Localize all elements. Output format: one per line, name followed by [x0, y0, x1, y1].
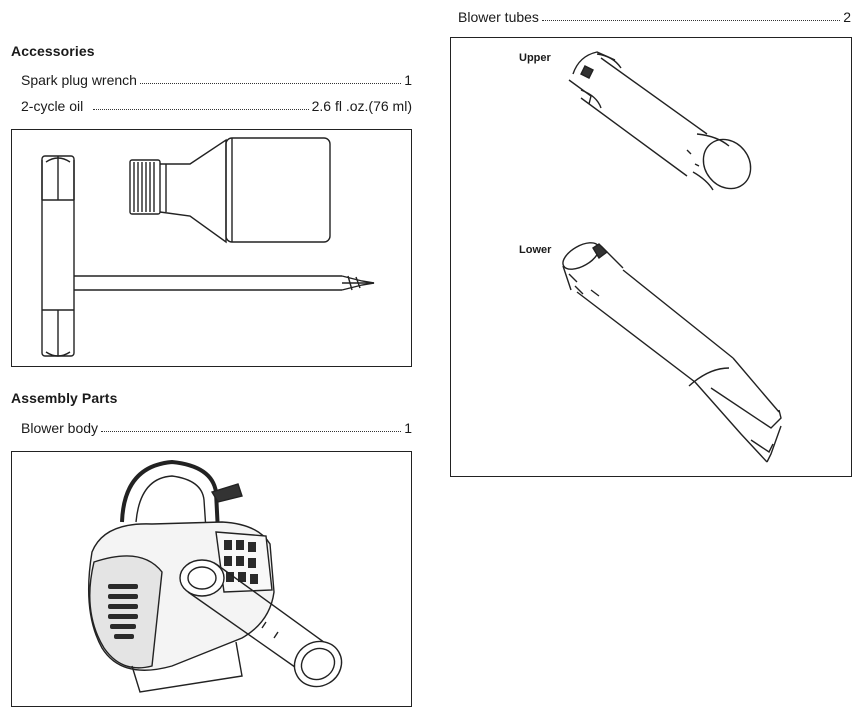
blower-body-qty: 1: [404, 420, 412, 436]
blower-tubes-illustration: [562, 51, 782, 463]
leaf-blower-icon: [87, 459, 343, 693]
upper-tube-label: Upper: [519, 52, 551, 64]
spark-plug-wrench-label: Spark plug wrench: [21, 72, 137, 88]
accessories-illustration-panel: [11, 129, 412, 367]
spark-plug-wrench-icon: [41, 155, 375, 357]
lower-tube-label: Lower: [519, 244, 552, 256]
blower-body-illustration: [87, 459, 343, 693]
spark-plug-wrench-qty: 1: [404, 72, 412, 88]
assembly-parts-heading: Assembly Parts: [11, 390, 118, 406]
blower-tubes-label: Blower tubes: [458, 9, 539, 25]
leader-dots: [541, 19, 841, 21]
two-cycle-oil-qty: 2.6 fl .oz.(76 ml): [311, 98, 412, 114]
blower-tubes-illustration-panel: Upper Lower: [450, 37, 852, 477]
two-cycle-oil-label: 2-cycle oil: [21, 98, 84, 114]
accessories-heading: Accessories: [11, 43, 95, 59]
leader-dots: [139, 82, 402, 84]
upper-tube-icon: [568, 51, 752, 191]
blower-body-line: Blower body 1: [21, 420, 412, 436]
spark-plug-wrench-line: Spark plug wrench 1: [21, 72, 412, 88]
blower-tubes-qty: 2: [843, 9, 851, 25]
oil-bottle-icon: [129, 137, 331, 244]
leader-dots: [93, 108, 309, 110]
blower-tubes-line: Blower tubes 2: [458, 9, 851, 25]
blower-body-illustration-panel: [11, 451, 412, 707]
two-cycle-oil-line: 2-cycle oil 2.6 fl .oz.(76 ml): [21, 98, 412, 114]
blower-body-label: Blower body: [21, 420, 99, 436]
accessories-illustration: [41, 137, 375, 357]
leader-dots: [101, 430, 402, 432]
lower-tube-icon: [562, 242, 782, 463]
